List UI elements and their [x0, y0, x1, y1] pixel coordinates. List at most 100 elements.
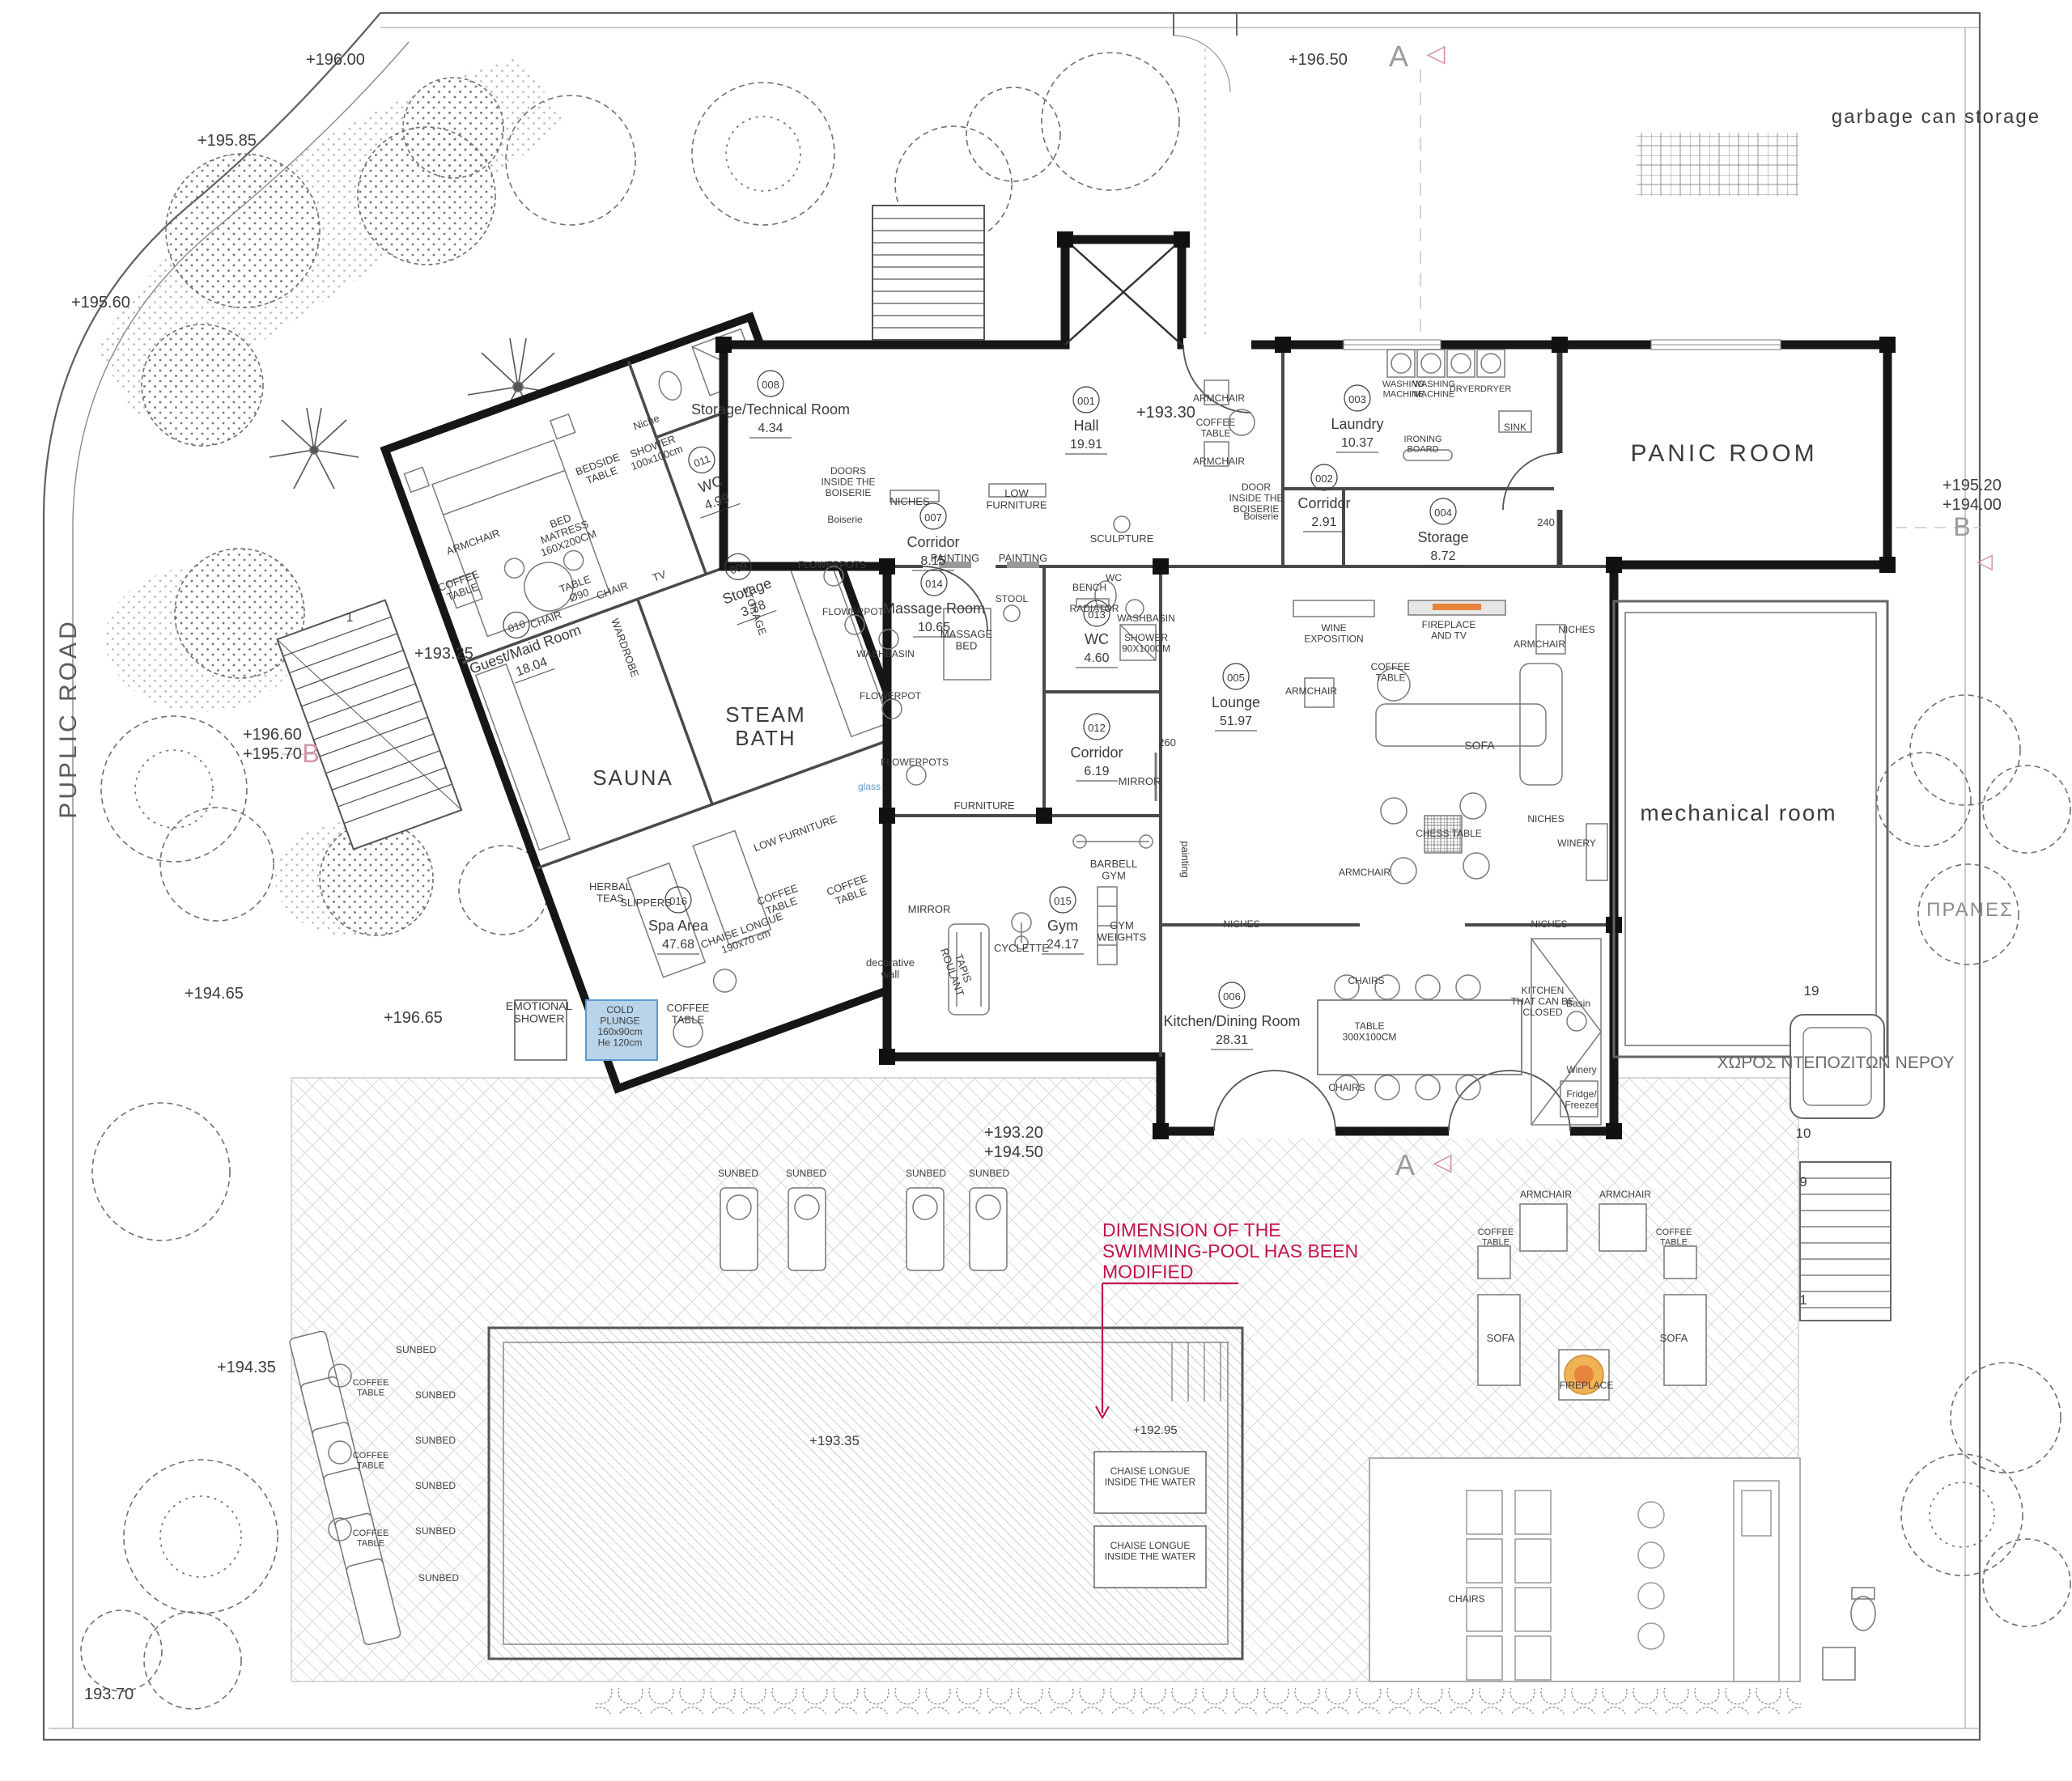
room-name: Lounge [1212, 694, 1260, 710]
tree [80, 1609, 163, 1692]
stool [1003, 604, 1021, 622]
left-staircase [276, 599, 463, 850]
chair [503, 558, 525, 579]
toilet [1094, 580, 1117, 611]
tree [966, 87, 1061, 182]
stair-step-number: 19 [1804, 983, 1819, 999]
stair-step-number: 10 [1796, 1126, 1811, 1141]
plan-label: Basin [1566, 998, 1590, 1009]
plan-label: SUNBED [718, 1168, 758, 1179]
dining-chair [1374, 1075, 1400, 1100]
sunbed [788, 1187, 826, 1271]
plan-label: FLOWERPOT [860, 690, 922, 702]
room-area-underline [515, 668, 555, 684]
massage-bed [943, 608, 991, 681]
tree [691, 82, 835, 226]
toilet [658, 371, 682, 401]
outdoor-armchair [1599, 1203, 1647, 1252]
elevation-marker: 193.70 [84, 1686, 134, 1703]
water-tanks-label: ΧΩΡΟΣ ΝΤΕΠΟΖΙΤΩΝ ΝΕΡΟΥ [1717, 1054, 1954, 1072]
room-name: Corridor [906, 534, 959, 550]
kitchen-basin [1566, 1011, 1587, 1032]
elevation-marker: +196.50 [1289, 51, 1348, 69]
door-swings [922, 344, 1571, 1132]
chess-chair [1463, 852, 1490, 880]
plan-label: FLOWERPOT [822, 606, 885, 617]
elevation-marker: +196.00 [306, 51, 365, 69]
tree-canopy [165, 153, 321, 308]
room-number: 006 [1223, 990, 1241, 1003]
section-arrow-a-top: ◁ [1426, 40, 1445, 67]
tree-canopy [174, 548, 305, 679]
tree-inner [134, 749, 214, 829]
outdoor-coffee-table [1663, 1245, 1697, 1279]
bed [431, 439, 610, 638]
chess-chair [1459, 792, 1487, 820]
plan-label: Boiserie [1243, 511, 1279, 522]
stair-step-number: 1 [1799, 1292, 1807, 1308]
plan-label: ARMCHAIR [1285, 685, 1337, 697]
tree [1909, 694, 2021, 806]
room-name: WC [1085, 631, 1109, 647]
flowerpot [823, 566, 844, 587]
elevation-marker: +194.65 [185, 985, 244, 1003]
panic-room-label: PANIC ROOM [1630, 440, 1817, 467]
room-number: 016 [669, 895, 687, 907]
plan-label: CHAIRS [1328, 1082, 1365, 1093]
tree [91, 1102, 231, 1241]
room-number: 009 [728, 559, 749, 577]
spa-coffee-table [673, 1017, 703, 1048]
room-name: Spa Area [648, 918, 709, 934]
room-area: 51.97 [1220, 715, 1252, 728]
dining-chair [1334, 1075, 1360, 1100]
room-name: Hall [1073, 418, 1098, 434]
plan-label: SOFA [1660, 1332, 1688, 1344]
plan-label: WASHBASIN [856, 648, 915, 659]
plan-label: WC [1106, 572, 1122, 583]
trees [80, 52, 2071, 1710]
wing-outer-wall [380, 312, 988, 1094]
plan-label: FLOWERPOTS [798, 559, 866, 570]
section-marker-b-right: B [1953, 512, 1970, 541]
room-number-circle [920, 569, 948, 596]
pool-chaise-box [1093, 1525, 1207, 1588]
room-number: 013 [1088, 609, 1106, 621]
flowerpot [881, 698, 902, 719]
elevation-marker: +195.20 [1942, 477, 2002, 494]
tree [1917, 863, 2019, 965]
plan-label: 240 [1537, 516, 1555, 528]
section-arrow-b-right: ◁ [1976, 549, 1993, 573]
tree-canopy [319, 821, 434, 936]
plan-label: SOFA [1487, 1332, 1515, 1344]
plan-label: ARMCHAIR [1599, 1189, 1651, 1200]
elevation-marker: +193.20 [984, 1124, 1043, 1142]
room-area: 6.19 [1084, 765, 1109, 778]
plan-label: MIRROR [908, 903, 951, 915]
lounge-armchair [1535, 624, 1566, 655]
plan-label: Winery [1566, 1064, 1596, 1075]
outdoor-furniture [289, 1187, 1876, 1682]
tree [1041, 52, 1180, 191]
winery-cabinet [1586, 823, 1608, 881]
room-name: Storage [1417, 529, 1468, 545]
room-name: Laundry [1331, 416, 1383, 432]
tree [1900, 1453, 2023, 1576]
painting-frame [1007, 562, 1039, 568]
plan-label: SOFA [1464, 739, 1495, 752]
tree [1982, 1538, 2071, 1627]
plan-label: ARMCHAIR [1514, 638, 1565, 650]
armchair [446, 572, 483, 609]
tree-inner [1929, 1482, 1995, 1548]
room-area: 24.17 [1047, 938, 1079, 952]
room-area: 10.37 [1341, 436, 1374, 450]
